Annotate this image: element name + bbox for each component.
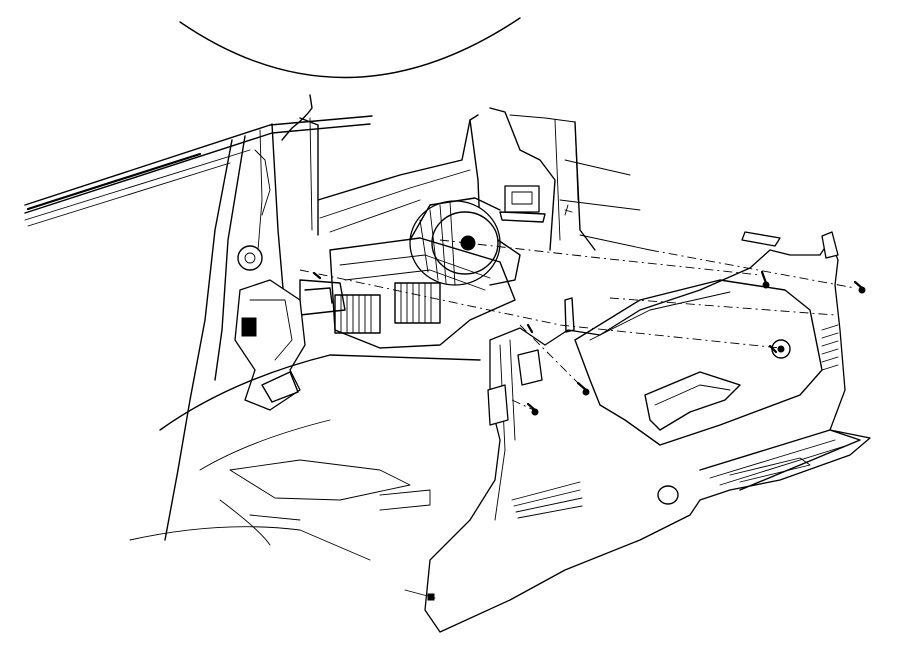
- leader-lines: [299, 159, 856, 413]
- latch-bracket: [499, 185, 546, 223]
- cargo-floor: [129, 354, 481, 561]
- quarter-trim-panel[interactable]: [424, 239, 871, 633]
- roof-rail: [24, 115, 373, 227]
- detail-callout-circle: [179, 17, 521, 141]
- blower-motor-assembly: [409, 197, 521, 286]
- retaining-clips: [487, 297, 575, 426]
- left-bracket: [234, 279, 306, 411]
- left-quarter-panel: [164, 117, 319, 541]
- upper-right-bracket: [741, 231, 839, 259]
- rear-cargo-wall: [317, 107, 596, 251]
- hvac-module: [299, 237, 516, 349]
- floor-fastener-mark: [404, 589, 436, 601]
